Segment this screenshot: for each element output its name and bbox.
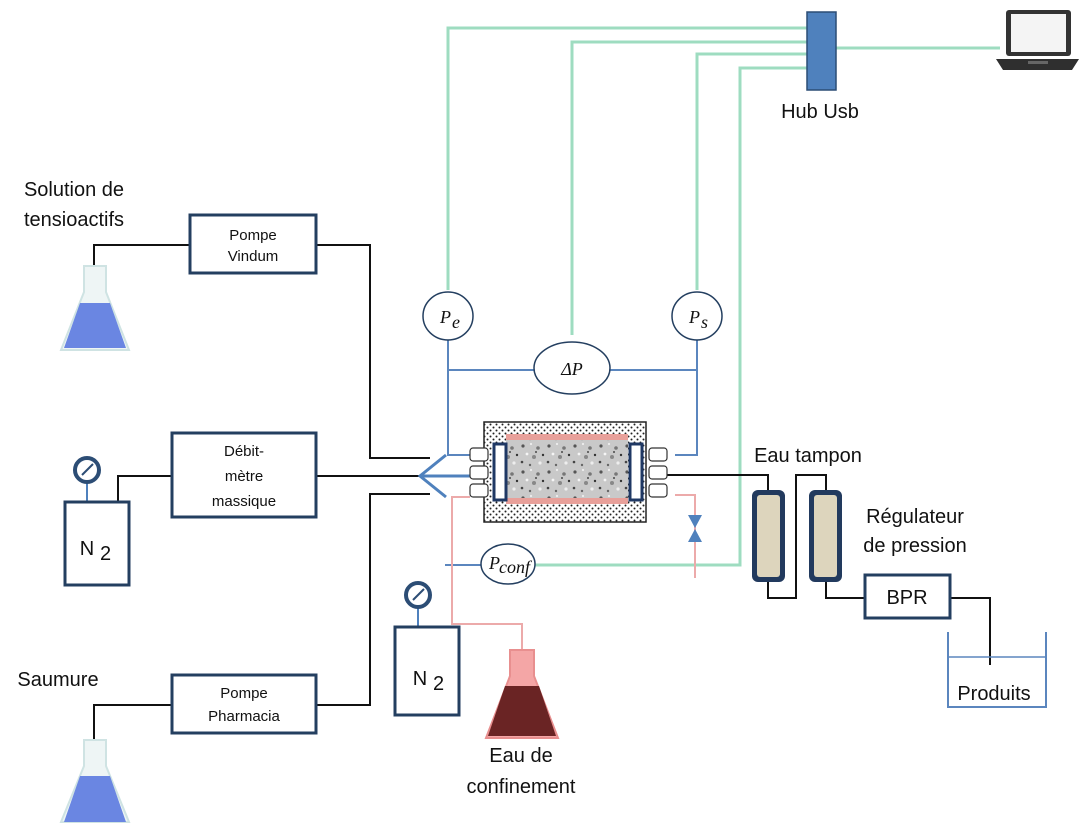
p-outlet-subscript: s [701, 312, 708, 332]
hub-label: Hub Usb [781, 101, 859, 123]
confinement-label-line1: Eau de [489, 745, 552, 767]
brine-label: Saumure [17, 669, 98, 691]
confinement-label-line2: confinement [467, 776, 576, 798]
confinement-lines [451, 494, 696, 652]
pump-pharmacia: Pompe Pharmacia [170, 673, 318, 735]
gauge-p-conf: P conf [480, 543, 536, 585]
p-outlet-label: P [688, 307, 700, 327]
surfactant-flask-icon [59, 265, 131, 351]
pump-pharmacia-label-1: Pompe [220, 685, 268, 702]
core-holder-fittings [469, 447, 668, 498]
data-cables [446, 26, 1000, 567]
p-inlet-label: P [439, 307, 451, 327]
n2-conf-subscript: 2 [433, 673, 444, 695]
bpr-label: BPR [886, 587, 927, 609]
gauge-p-inlet: P e [422, 291, 474, 341]
products-container [947, 632, 1047, 708]
n2-cylinder-main: N 2 [63, 456, 131, 587]
flowmeter-label-1: Débit- [224, 443, 264, 460]
surfactant-label-line1: Solution de [24, 179, 124, 201]
regulator-label-line1: Régulateur [866, 506, 964, 528]
pump-vindum: Pompe Vindum [188, 213, 318, 275]
n2-main-label: N [80, 538, 94, 560]
fluid-lines [93, 244, 991, 790]
pump-vindum-label-2: Vindum [228, 248, 279, 265]
flowmeter-label-2: mètre [225, 468, 263, 485]
p-inlet-subscript: e [452, 312, 460, 332]
n2-cylinder-confinement: N 2 [393, 581, 461, 717]
buffer-water-label: Eau tampon [754, 445, 862, 467]
gauge-p-outlet: P s [671, 291, 723, 341]
laptop-icon [996, 10, 1079, 70]
buffer-cylinder-1 [752, 490, 785, 582]
brine-flask-icon [59, 739, 131, 823]
flowmeter-label-3: massique [212, 493, 276, 510]
products-label: Produits [957, 683, 1030, 705]
pump-pharmacia-label-2: Pharmacia [208, 708, 280, 725]
n2-conf-label: N [413, 668, 427, 690]
mass-flowmeter: Débit- mètre massique [170, 431, 318, 519]
regulator-label-line2: de pression [863, 535, 966, 557]
gauge-delta-p: ΔP [533, 341, 611, 395]
core-holder [483, 421, 647, 523]
surfactant-label-line2: tensioactifs [24, 209, 124, 231]
p-conf-subscript: conf [499, 557, 533, 577]
inlet-manifold [417, 453, 470, 499]
confinement-flask-icon [484, 649, 560, 739]
valve-icon [688, 515, 702, 542]
bpr-box: BPR [863, 573, 952, 620]
n2-main-subscript: 2 [100, 543, 111, 565]
pump-vindum-label-1: Pompe [229, 227, 277, 244]
usb-hub [806, 11, 837, 91]
delta-p-label: ΔP [560, 359, 583, 379]
p-conf-label: P [488, 553, 500, 573]
buffer-cylinder-2 [809, 490, 842, 582]
